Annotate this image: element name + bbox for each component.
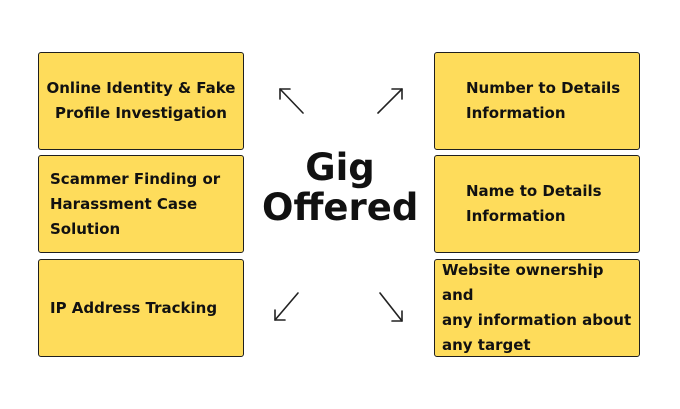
service-card-name-to-details: Name to Details Information <box>434 155 640 253</box>
card-text-line: Website ownership and <box>442 261 604 304</box>
card-text-line: Solution <box>50 219 121 238</box>
service-card-website-ownership: Website ownership and any information ab… <box>434 259 640 357</box>
card-text-line: Information <box>466 104 566 122</box>
card-text-line: any target <box>442 336 531 354</box>
center-title: Gig Offered <box>262 148 418 228</box>
service-card-ip-tracking: IP Address Tracking <box>38 259 244 357</box>
card-text-line: any information about <box>442 311 632 329</box>
card-text-line: Online Identity & Fake <box>46 79 236 97</box>
card-text-line: Harassment Case <box>50 194 198 213</box>
arrow-down-left-icon <box>274 292 299 321</box>
card-text-line: Scammer Finding or <box>50 169 221 188</box>
card-text-line: Number to Details <box>466 79 621 97</box>
card-text-line: IP Address Tracking <box>50 298 218 317</box>
service-card-scammer-finding: Scammer Finding or Harassment Case Solut… <box>38 155 244 253</box>
service-card-number-to-details: Number to Details Information <box>434 52 640 150</box>
arrow-up-right-icon <box>377 88 403 114</box>
service-card-online-identity: Online Identity & Fake Profile Investiga… <box>38 52 244 150</box>
arrow-up-left-icon <box>279 88 304 114</box>
arrow-down-right-icon <box>379 292 403 322</box>
center-title-line1: Gig <box>305 146 375 189</box>
center-title-line2: Offered <box>262 186 419 229</box>
card-text-line: Information <box>466 207 566 225</box>
card-text-line: Profile Investigation <box>55 104 227 122</box>
card-text-line: Name to Details <box>466 182 602 200</box>
